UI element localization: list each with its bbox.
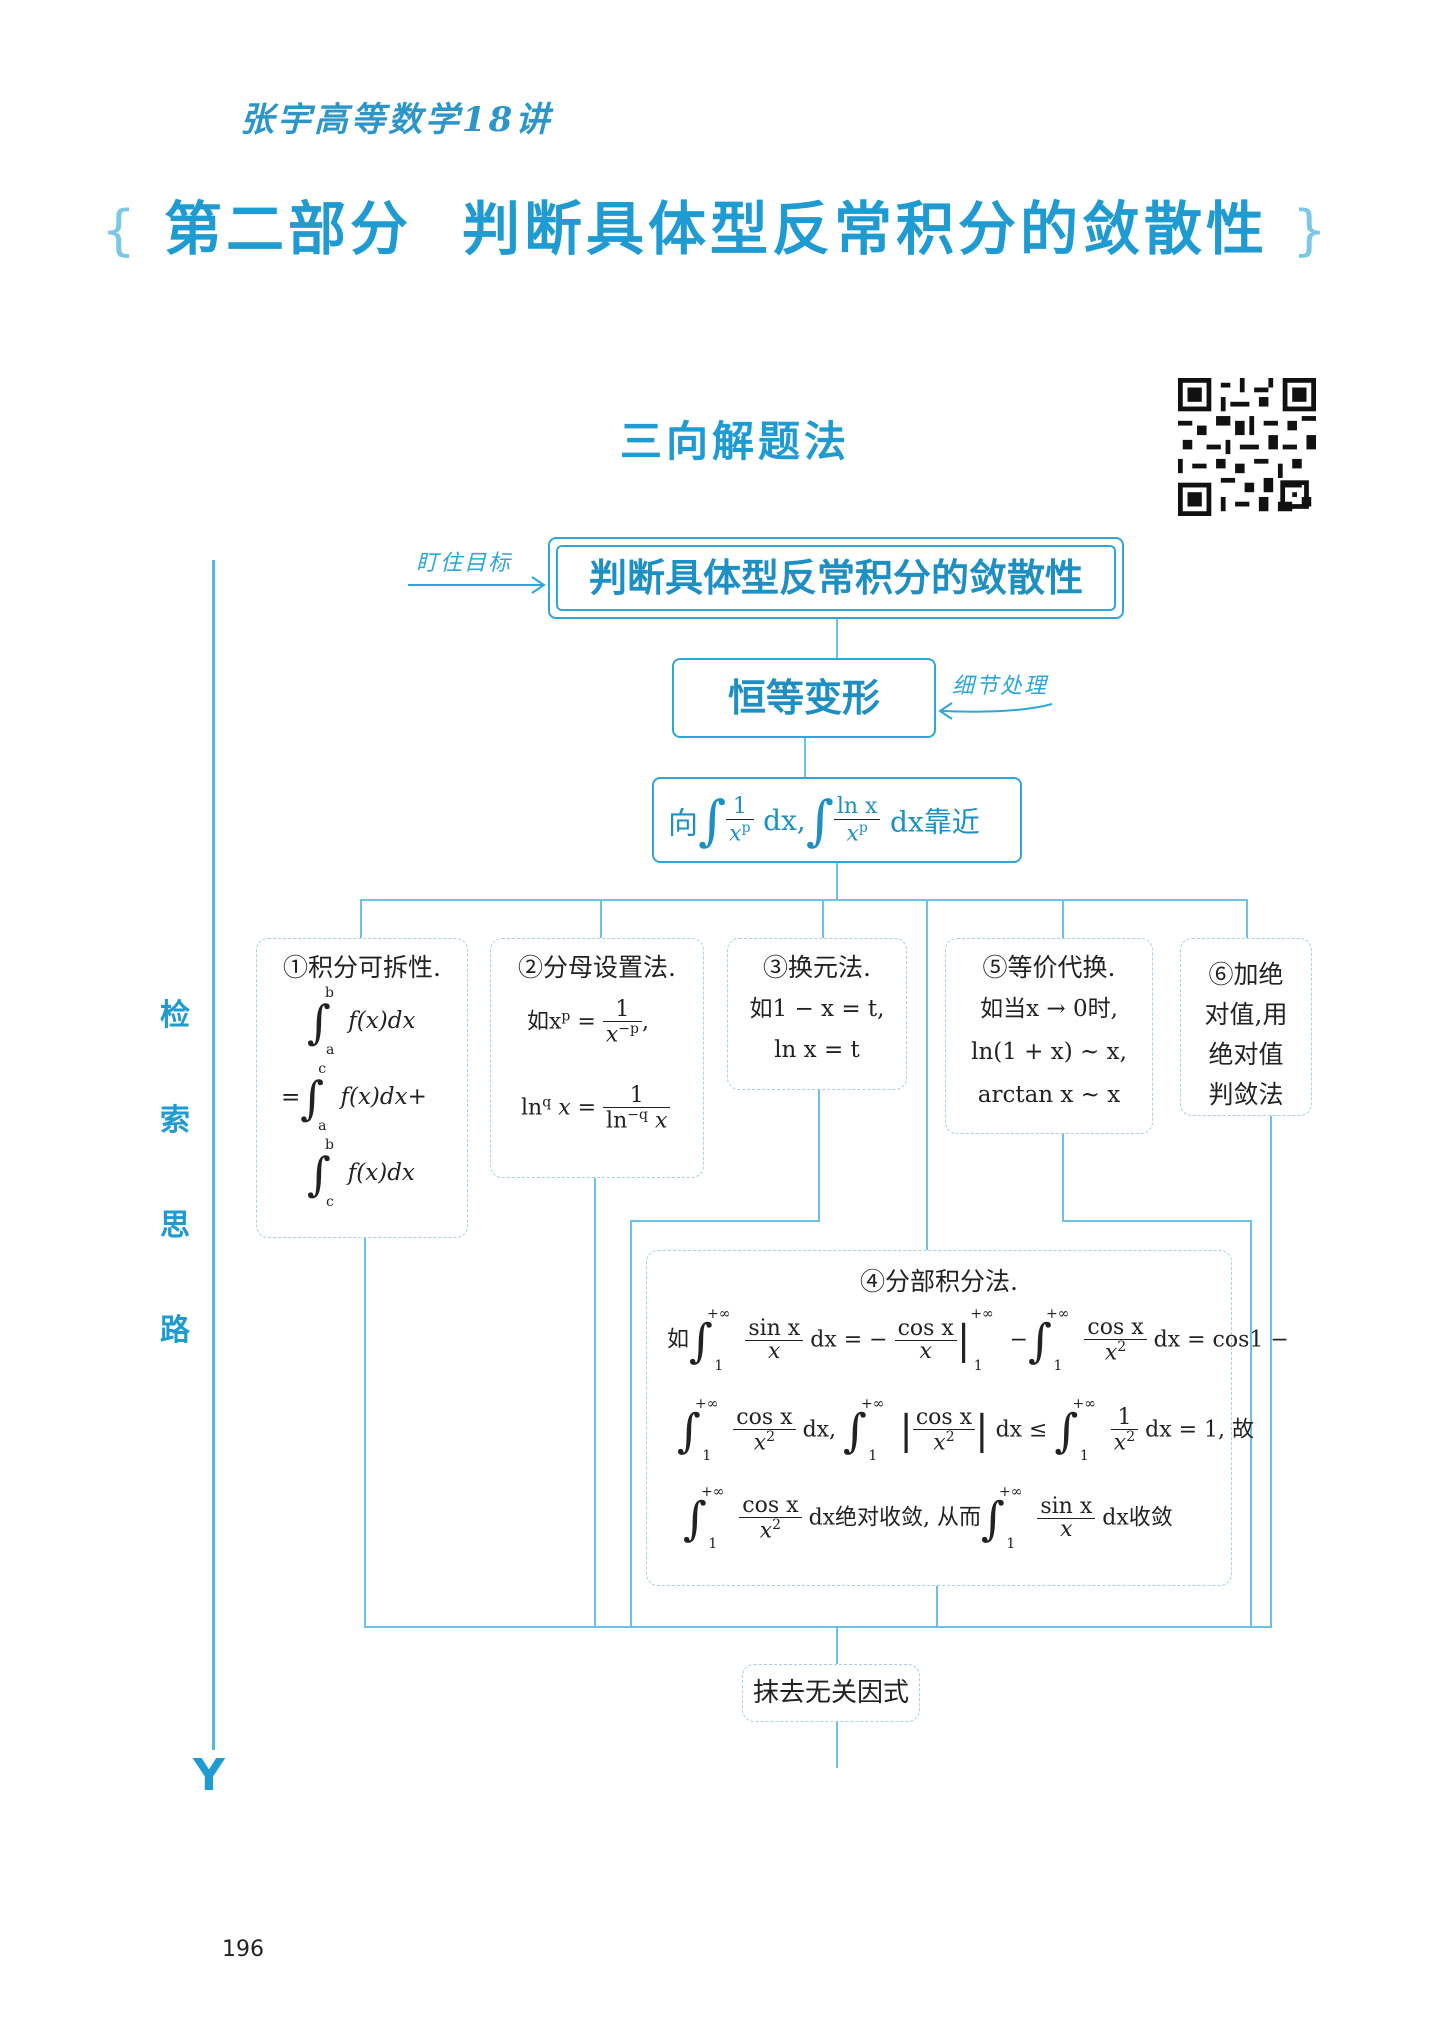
side-arrow-head-icon: Y xyxy=(193,1750,225,1801)
method-title: 三向解题法 xyxy=(619,417,850,466)
method-4-title: ④分部积分法. xyxy=(860,1267,1018,1296)
identity-transform-box: 恒等变形 xyxy=(672,658,936,738)
goal-label: 盯住目标 xyxy=(416,551,513,576)
connector-horizontal xyxy=(630,1220,820,1222)
connector-line xyxy=(600,899,602,939)
method-3-line-2: ln x = t xyxy=(774,1037,860,1063)
method-3-box: ③换元法. 如1 − x = t, ln x = t xyxy=(727,938,907,1090)
page-number: 196 xyxy=(222,1937,264,1962)
identity-transform-text: 恒等变形 xyxy=(727,676,880,720)
connector-line xyxy=(1062,1134,1064,1220)
connector-line xyxy=(1246,899,1248,939)
goal-arrow-icon xyxy=(408,576,546,594)
method-1-line-1: f(x)dx xyxy=(348,1008,416,1034)
method-3-title: ③换元法. xyxy=(763,953,871,982)
side-label-char-1: 检 xyxy=(160,998,190,1033)
connector-line xyxy=(936,1586,938,1628)
remove-irrelevant-factors-box: 抹去无关因式 xyxy=(742,1664,920,1722)
method-5-title: ⑤等价代换. xyxy=(982,953,1116,982)
connector-line xyxy=(594,1178,596,1628)
curl-left-ornament: { xyxy=(101,199,140,262)
connector-line xyxy=(818,1090,820,1220)
qr-code-image[interactable] xyxy=(1178,378,1316,516)
connector-line xyxy=(1250,1220,1252,1628)
method-1-box: ①积分可拆性. ∫baf(x)dx =∫caf(x)dx+ ∫bcf(x)dx xyxy=(256,938,468,1238)
method-6-box: ⑥加绝 对值,用 绝对值 判敛法 xyxy=(1180,938,1312,1116)
method-5-line-3: arctan x ~ x xyxy=(977,1082,1121,1108)
connector-line xyxy=(364,1238,366,1628)
method-5-line-1: 如当x → 0时, xyxy=(980,996,1118,1022)
method-5-line-2: ln(1 + x) ~ x, xyxy=(971,1039,1127,1065)
brand-logo-text: 张宇高等数学18讲 xyxy=(240,100,553,140)
connector-line xyxy=(926,899,928,1251)
method-1-title: ①积分可拆性. xyxy=(283,953,441,982)
connector-line xyxy=(836,863,838,899)
detail-arrow-icon xyxy=(938,702,1053,720)
method-6-line-4: 判敛法 xyxy=(1208,1080,1284,1109)
connector-line xyxy=(836,1626,838,1664)
method-2-title: ②分母设置法. xyxy=(518,953,676,982)
connector-line xyxy=(630,1220,632,1628)
connector-line xyxy=(1062,899,1064,939)
part-title-label: 第二部分 xyxy=(163,195,412,263)
connector-line xyxy=(1270,1116,1272,1628)
connector-line xyxy=(822,899,824,939)
connector-horizontal xyxy=(364,1626,1272,1628)
main-goal-text: 判断具体型反常积分的敛散性 xyxy=(588,556,1083,600)
method-6-line-1: ⑥加绝 xyxy=(1208,960,1284,989)
side-label-char-3: 思 xyxy=(160,1208,190,1243)
detail-label: 细节处理 xyxy=(952,674,1049,699)
connector-horizontal xyxy=(360,899,1248,901)
main-goal-box: 判断具体型反常积分的敛散性 xyxy=(548,537,1124,619)
part-title: { 第二部分判断具体型反常积分的敛散性 } xyxy=(0,182,1432,266)
side-label-char-2: 索 xyxy=(160,1103,190,1138)
side-arrow-line xyxy=(212,560,215,1750)
connector-line xyxy=(836,619,838,658)
method-6-line-3: 绝对值 xyxy=(1208,1040,1284,1069)
method-6-line-2: 对值,用 xyxy=(1204,1000,1288,1029)
curl-right-ornament: } xyxy=(1292,199,1331,262)
method-3-line-1: 如1 − x = t, xyxy=(749,996,885,1022)
connector-horizontal xyxy=(1062,1220,1252,1222)
side-label-char-4: 路 xyxy=(160,1313,190,1348)
connector-line xyxy=(360,899,362,939)
method-1-line-3: f(x)dx xyxy=(347,1160,415,1186)
method-5-box: ⑤等价代换. 如当x → 0时, ln(1 + x) ~ x, arctan x… xyxy=(945,938,1153,1134)
remove-irrelevant-factors-text: 抹去无关因式 xyxy=(752,1678,909,1708)
connector-line xyxy=(804,738,806,777)
method-1-line-2: f(x)dx+ xyxy=(340,1084,427,1110)
connector-line xyxy=(836,1722,838,1768)
part-title-text: 判断具体型反常积分的敛散性 xyxy=(462,195,1269,263)
